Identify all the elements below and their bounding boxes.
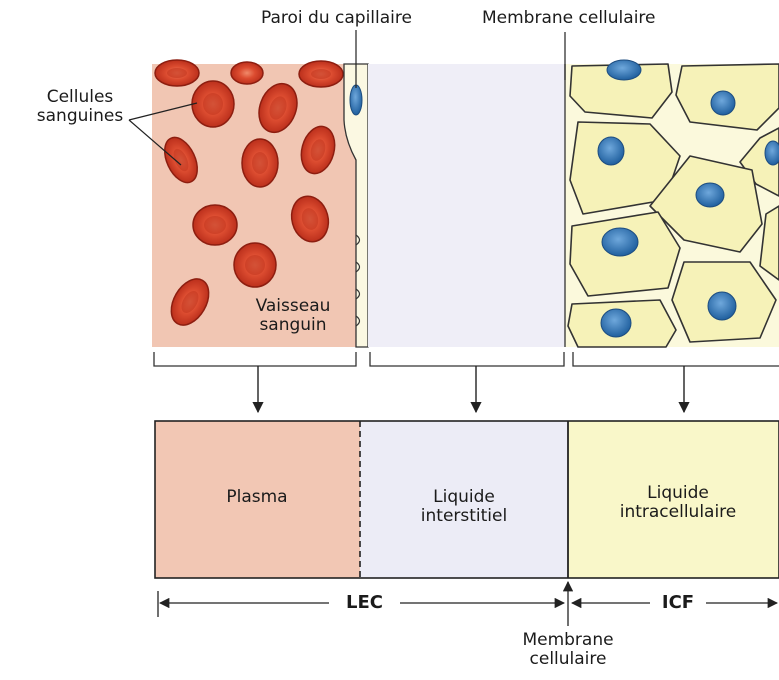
intracellular-label-line1: Liquide bbox=[603, 484, 753, 503]
capillary-wall-label: Paroi du capillaire bbox=[261, 9, 412, 28]
blood-vessel-label-line2: sanguin bbox=[243, 316, 343, 335]
membrane-bottom-line1: Membrane bbox=[488, 631, 648, 650]
intracellular-fluid-label: Liquide intracellulaire bbox=[603, 484, 753, 522]
intracellular-label-line2: intracellulaire bbox=[603, 503, 753, 522]
blood-cells-label: Cellules sanguines bbox=[30, 88, 130, 126]
cell-nucleus bbox=[711, 91, 735, 115]
red-blood-cell bbox=[299, 61, 343, 87]
interstitial-label-line2: interstitiel bbox=[404, 507, 524, 526]
plasma-label: Plasma bbox=[207, 488, 307, 507]
lec-label: LEC bbox=[329, 593, 400, 612]
blood-vessel-label: Vaisseau sanguin bbox=[243, 297, 343, 335]
red-blood-cell bbox=[192, 81, 234, 127]
bracket-plasma bbox=[154, 352, 356, 366]
bracket-interstitial bbox=[370, 352, 564, 366]
icf-label: ICF bbox=[650, 593, 706, 612]
cell-nucleus bbox=[602, 228, 638, 256]
membrane-bottom-line2: cellulaire bbox=[488, 650, 648, 669]
red-blood-cell bbox=[242, 139, 278, 187]
cell-nucleus bbox=[708, 292, 736, 320]
cell-membrane-top-label: Membrane cellulaire bbox=[482, 9, 656, 28]
tissue-cells-region bbox=[565, 60, 779, 347]
red-blood-cell bbox=[193, 205, 237, 245]
endothelial-nucleus bbox=[350, 85, 362, 115]
cell-nucleus bbox=[601, 309, 631, 337]
interstitial-fluid-label: Liquide interstitiel bbox=[404, 488, 524, 526]
blood-cells-label-line2: sanguines bbox=[30, 107, 130, 126]
red-blood-cell bbox=[155, 60, 199, 86]
bracket-intracellular bbox=[573, 352, 779, 366]
cell-nucleus bbox=[765, 141, 779, 165]
interstitial-region-top bbox=[368, 64, 565, 347]
down-arrows bbox=[258, 366, 684, 412]
cell-nucleus bbox=[696, 183, 724, 207]
blood-vessel-label-line1: Vaisseau bbox=[243, 297, 343, 316]
cell-nucleus bbox=[598, 137, 624, 165]
blood-cells-label-line1: Cellules bbox=[30, 88, 130, 107]
interstitial-label-line1: Liquide bbox=[404, 488, 524, 507]
cell-membrane-bottom-label: Membrane cellulaire bbox=[488, 631, 648, 669]
cell-nucleus bbox=[607, 60, 641, 80]
red-blood-cell bbox=[231, 62, 263, 84]
brackets bbox=[154, 352, 779, 366]
red-blood-cell bbox=[234, 243, 276, 287]
